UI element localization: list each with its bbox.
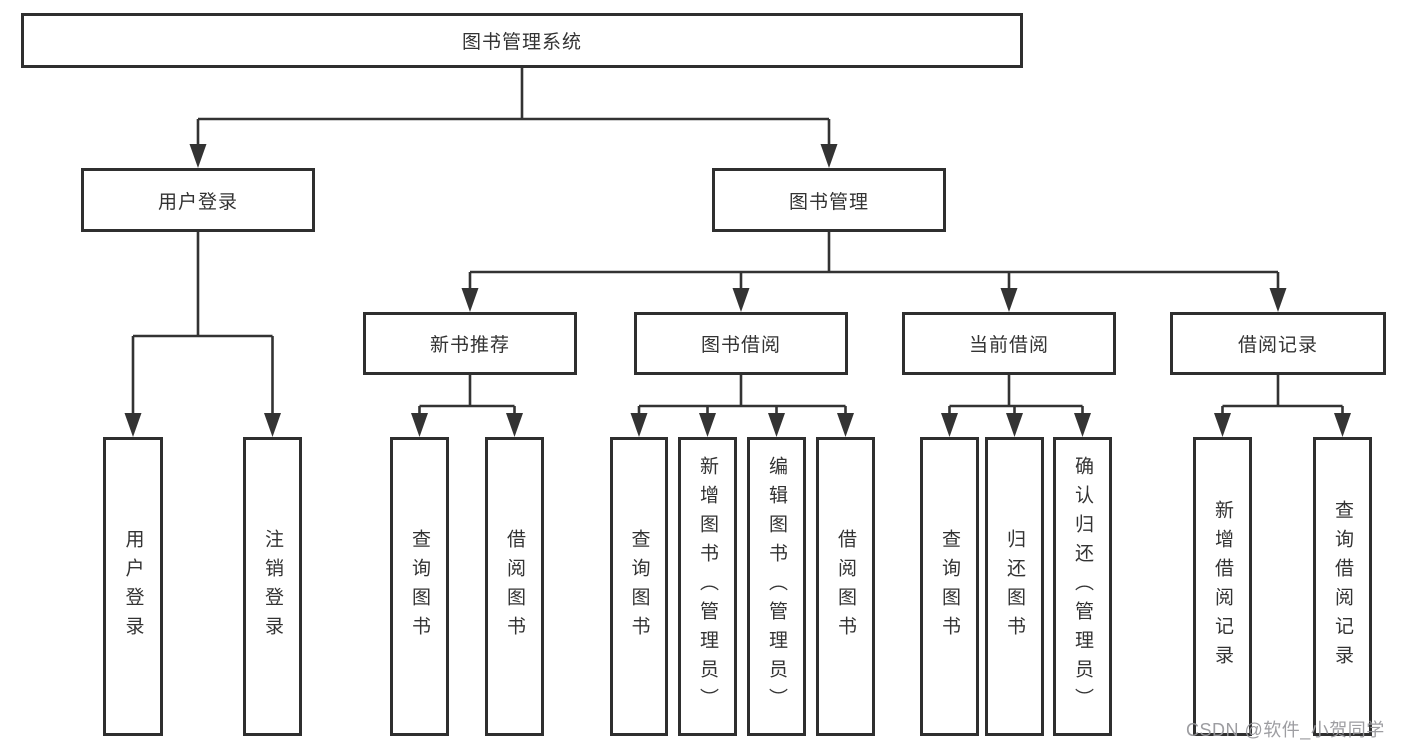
leaf-add-books-admin: 新增图书（管理员） [678, 437, 737, 736]
node-new-books-label: 新书推荐 [429, 335, 510, 356]
arrow-down-icon [1214, 413, 1231, 437]
leaf-logout-label: 注销登录 [262, 528, 283, 645]
leaf-return-books: 归还图书 [985, 437, 1044, 736]
leaf-confirm-return-admin-label: 确认归还（管理员） [1072, 456, 1093, 717]
leaf-edit-books-admin-label: 编辑图书（管理员） [766, 456, 787, 717]
leaf-confirm-return-admin: 确认归还（管理员） [1053, 437, 1112, 736]
csdn-watermark: CSDN @软件_小贺同学 [1186, 720, 1385, 740]
node-borrow-records: 借阅记录 [1170, 312, 1386, 375]
connector-borrow-group [637, 375, 847, 415]
arrow-down-icon [264, 413, 281, 437]
node-current-borrow: 当前借阅 [902, 312, 1116, 375]
node-book-mgmt: 图书管理 [712, 168, 946, 232]
arrow-down-icon [461, 288, 479, 312]
leaf-query-books-2: 查询图书 [610, 437, 668, 736]
node-book-mgmt-label: 图书管理 [788, 191, 869, 213]
arrow-down-icon [1006, 413, 1023, 437]
arrow-down-icon [1269, 288, 1287, 312]
connector-records-group [1221, 375, 1344, 415]
connector-new-books-group [418, 375, 516, 415]
arrow-down-icon [941, 413, 958, 437]
leaf-user-login: 用户登录 [103, 437, 163, 736]
arrow-down-icon [630, 413, 648, 437]
arrow-down-icon [189, 144, 207, 168]
leaf-query-books-3-label: 查询图书 [939, 528, 960, 645]
arrow-down-icon [411, 413, 428, 437]
leaf-logout: 注销登录 [243, 437, 302, 736]
arrow-down-icon [124, 413, 142, 437]
node-root: 图书管理系统 [21, 13, 1023, 68]
arrow-down-icon [768, 413, 785, 437]
leaf-edit-books-admin: 编辑图书（管理员） [747, 437, 806, 736]
leaf-add-books-admin-label: 新增图书（管理员） [697, 456, 718, 717]
connector-root-to-level2 [196, 68, 831, 146]
connector-current-group [948, 375, 1084, 415]
node-current-borrow-label: 当前借阅 [968, 335, 1049, 356]
arrow-down-icon [506, 413, 523, 437]
arrow-down-icon [732, 288, 750, 312]
node-user-login-label: 用户登录 [157, 191, 238, 213]
node-book-borrow: 图书借阅 [634, 312, 848, 375]
leaf-add-borrow-record-label: 新增借阅记录 [1212, 499, 1233, 674]
leaf-query-borrow-record-label: 查询借阅记录 [1332, 499, 1353, 674]
arrow-down-icon [699, 413, 716, 437]
leaf-add-borrow-record: 新增借阅记录 [1193, 437, 1252, 736]
leaf-borrow-books-2: 借阅图书 [816, 437, 875, 736]
arrow-down-icon [820, 144, 838, 168]
leaf-borrow-books-1-label: 借阅图书 [504, 528, 525, 645]
leaf-query-borrow-record: 查询借阅记录 [1313, 437, 1372, 736]
leaf-user-login-label: 用户登录 [122, 528, 144, 645]
leaf-query-books-1-label: 查询图书 [409, 528, 430, 645]
arrow-down-icon [837, 413, 854, 437]
node-new-books: 新书推荐 [363, 312, 577, 375]
arrow-down-icon [1334, 413, 1351, 437]
leaf-query-books-3: 查询图书 [920, 437, 979, 736]
node-borrow-records-label: 借阅记录 [1237, 335, 1318, 356]
leaf-borrow-books-1: 借阅图书 [485, 437, 544, 736]
node-user-login: 用户登录 [81, 168, 315, 232]
arrow-down-icon [1074, 413, 1091, 437]
node-root-label: 图书管理系统 [461, 32, 582, 53]
node-book-borrow-label: 图书借阅 [700, 335, 781, 356]
arrow-down-icon [1000, 288, 1018, 312]
leaf-query-books-1: 查询图书 [390, 437, 449, 736]
leaf-return-books-label: 归还图书 [1004, 528, 1025, 645]
leaf-query-books-2-label: 查询图书 [628, 528, 650, 645]
leaf-borrow-books-2-label: 借阅图书 [835, 528, 856, 645]
connector-book-mgmt-to-level3 [468, 232, 1280, 290]
connector-user-login-group [131, 232, 274, 415]
